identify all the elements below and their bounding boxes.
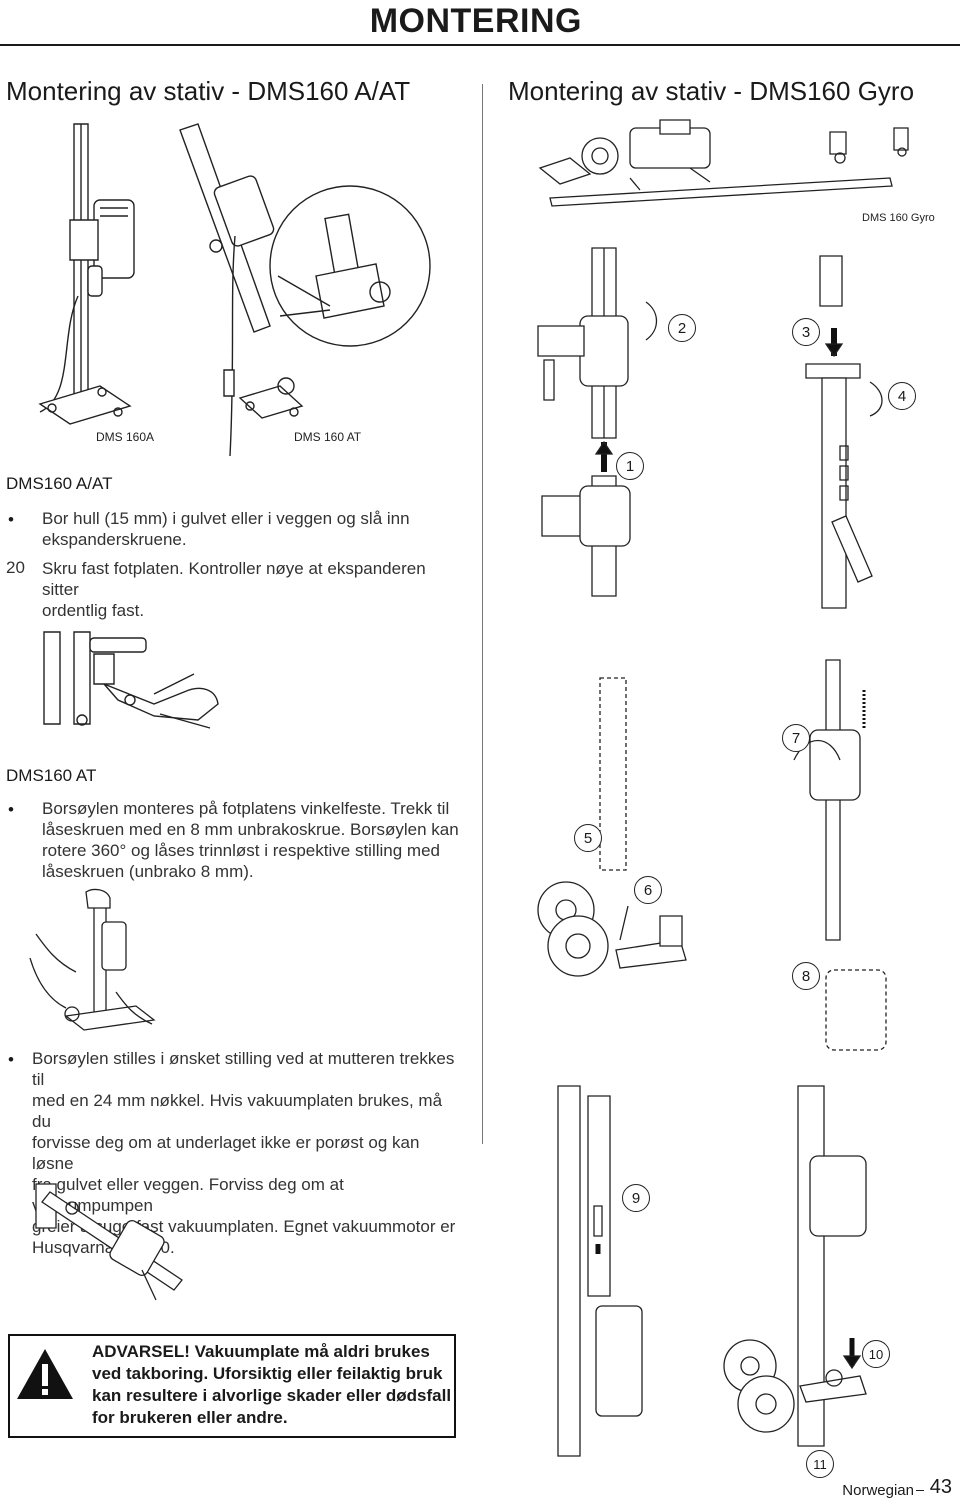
step-callout-4: 4 xyxy=(888,382,916,410)
footer-language: Norwegian xyxy=(842,1482,914,1499)
text-line: forvisse deg om at underlaget ikke er po… xyxy=(32,1133,420,1173)
column-adjust-illustration xyxy=(26,888,166,1034)
section-title-left: Montering av stativ - DMS160 A/AT xyxy=(6,76,411,106)
step-callout-10: 10 xyxy=(862,1340,890,1368)
list-marker: • xyxy=(8,510,14,529)
section-title-right: Montering av stativ - DMS160 Gyro xyxy=(508,76,915,106)
instruction-screw-foot-plate: Skru fast fotplaten. Kontroller nøye at … xyxy=(42,558,462,621)
warning-line: ved takboring. Uforsiktig eller feilakti… xyxy=(92,1364,443,1383)
instruction-drill-holes: Bor hull (15 mm) i gulvet eller i veggen… xyxy=(42,508,462,550)
column-assembly-steps-1-4 xyxy=(520,246,920,616)
step-callout-8: 8 xyxy=(792,962,820,990)
gyro-parts-illustration xyxy=(530,118,930,218)
step-callout-7: 7 xyxy=(782,724,810,752)
column-divider xyxy=(482,84,483,1144)
caption-dms160at: DMS 160 AT xyxy=(294,430,362,444)
dms160-stands-illustration xyxy=(30,116,450,436)
step-callout-6: 6 xyxy=(634,876,662,904)
step-callout-1: 1 xyxy=(616,452,644,480)
warning-line: ADVARSEL! Vakuumplate må aldri brukes xyxy=(92,1342,430,1361)
page-header-title: MONTERING xyxy=(369,2,582,40)
text-line: Skru fast fotplaten. Kontroller nøye at … xyxy=(42,559,426,599)
text-line: Borsøylen monteres på fotplatens vinkelf… xyxy=(42,799,450,818)
text-line: Bor hull (15 mm) i gulvet eller i veggen… xyxy=(42,509,410,528)
step-callout-9: 9 xyxy=(622,1184,650,1212)
column-assembly-steps-9-11 xyxy=(540,1076,920,1466)
text-line: med en 24 mm nøkkel. Hvis vakuumplaten b… xyxy=(32,1091,443,1131)
warning-line: kan resultere i alvorlige skader eller d… xyxy=(92,1386,452,1405)
text-line: ordentlig fast. xyxy=(42,601,145,620)
column-assembly-steps-5-8 xyxy=(530,650,930,1060)
list-marker: • xyxy=(8,800,14,819)
instruction-mount-column: Borsøylen monteres på fotplatens vinkelf… xyxy=(42,798,462,882)
list-marker: 20 xyxy=(6,558,25,577)
footer-dash xyxy=(916,1490,924,1491)
caption-dms160a: DMS 160A xyxy=(96,430,155,444)
warning-text: ADVARSEL! Vakuumplate må aldri brukes ve… xyxy=(92,1341,452,1429)
caption-dms160-gyro: DMS 160 Gyro xyxy=(862,212,935,224)
text-line: Borsøylen stilles i ønsket stilling ved … xyxy=(32,1049,455,1089)
header-rule xyxy=(0,44,960,46)
warning-line: for brukeren eller andre. xyxy=(92,1408,288,1427)
text-line: låseskruen med en 8 mm unbrakoskrue. Bor… xyxy=(42,820,459,839)
wrench-tightening-illustration xyxy=(34,624,224,734)
subhead-dms160-a-at: DMS160 A/AT xyxy=(6,474,113,493)
warning-triangle-icon xyxy=(17,1349,73,1399)
tilted-stand-illustration xyxy=(32,1180,192,1304)
warning-box xyxy=(8,1334,456,1438)
footer-page-number: 43 xyxy=(929,1476,952,1498)
step-callout-2: 2 xyxy=(668,314,696,342)
list-marker: • xyxy=(8,1050,14,1069)
text-line: låseskruen (unbrako 8 mm). xyxy=(42,862,254,881)
step-callout-11: 11 xyxy=(806,1450,834,1478)
step-callout-3: 3 xyxy=(792,318,820,346)
step-callout-5: 5 xyxy=(574,824,602,852)
text-line: rotere 360° og låses trinnløst i respekt… xyxy=(42,841,440,860)
text-line: ekspanderskruene. xyxy=(42,530,187,549)
subhead-dms160-at: DMS160 AT xyxy=(6,766,97,785)
